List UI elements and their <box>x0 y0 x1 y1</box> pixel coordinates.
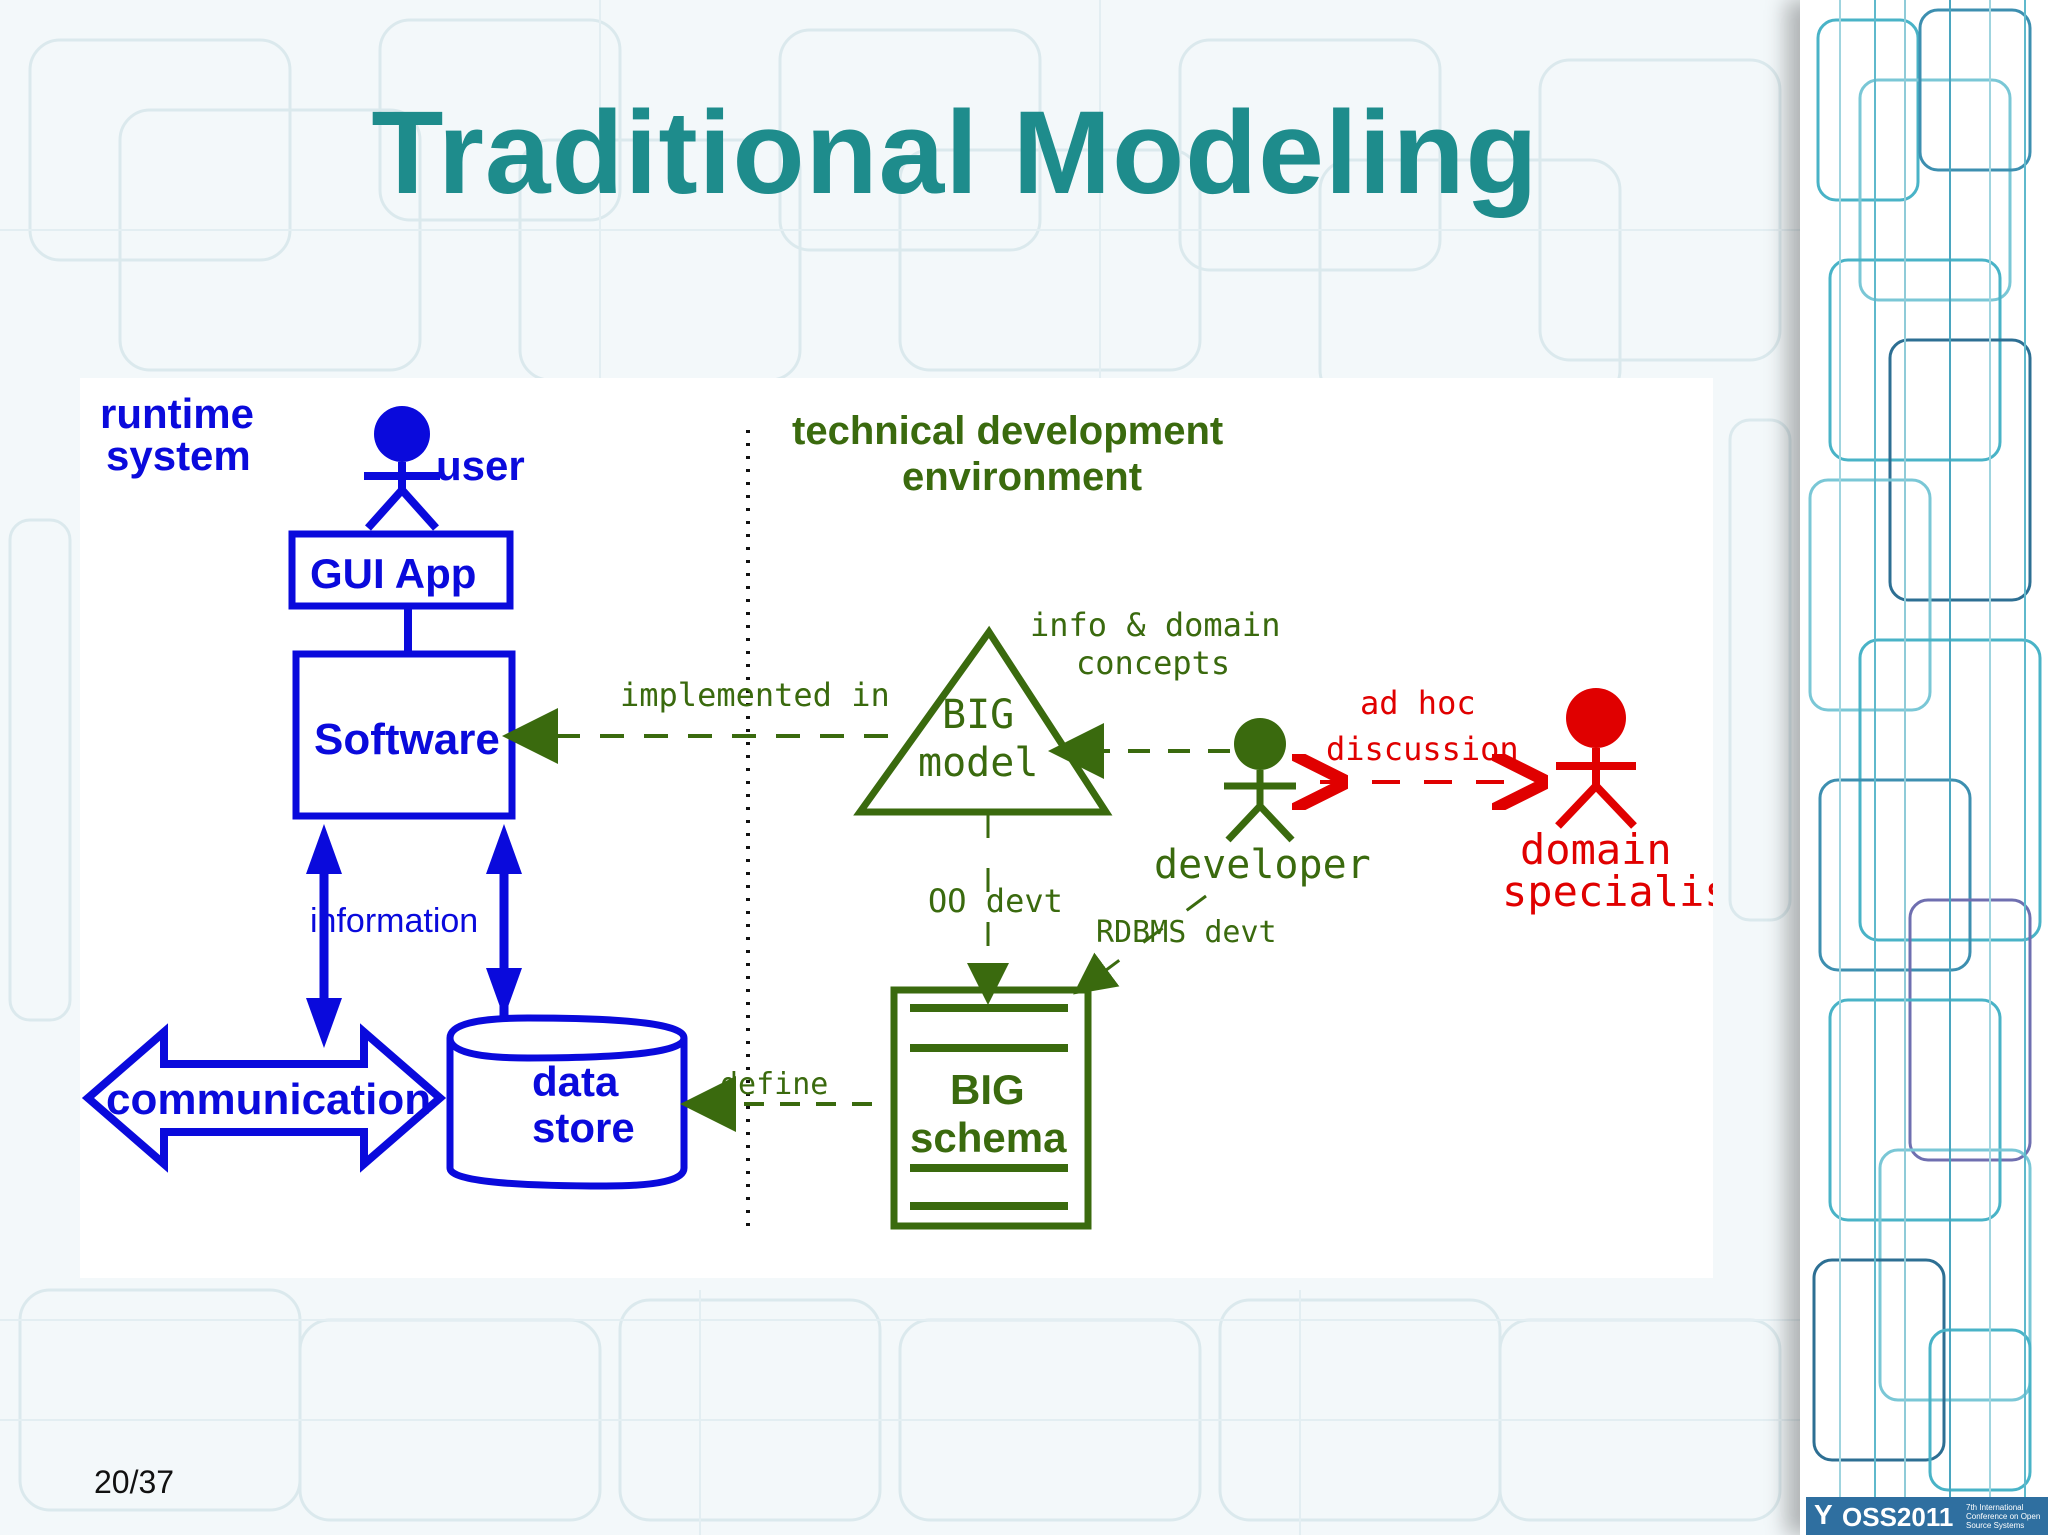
data-store-line2: store <box>532 1104 635 1151</box>
big-model-line2: model <box>918 740 1038 786</box>
rdbms-devt-label: RDBMS devt <box>1096 915 1277 950</box>
user-label: user <box>436 442 525 489</box>
big-model-line1: BIG <box>942 692 1014 738</box>
runtime-label-line1: runtime <box>100 390 254 437</box>
communication-label: communication <box>106 1075 431 1124</box>
tech-env-line2: environment <box>902 455 1142 499</box>
big-schema-line2: schema <box>910 1114 1067 1161</box>
information-double-arrows <box>306 824 522 1048</box>
page-number: 20/37 <box>94 1464 175 1500</box>
big-model-triangle <box>853 625 1113 816</box>
data-store-line1: data <box>532 1058 619 1105</box>
tech-env-line1: technical development <box>792 409 1223 453</box>
logo-subtext: 7th International Conference on Open Sou… <box>1966 1503 2041 1530</box>
slide-title: Traditional Modeling <box>371 87 1539 219</box>
runtime-label-line2: system <box>106 432 251 479</box>
info-domain-line2: concepts <box>1076 644 1230 682</box>
domain-specialist-line1: domain <box>1520 825 1672 874</box>
oss-logo: Y OSS2011 7th International Conference o… <box>1806 1497 2048 1535</box>
gui-app-box <box>288 530 514 610</box>
rdbms-devt-arrow <box>1073 894 1207 995</box>
implemented-in-label: implemented in <box>620 676 890 714</box>
communication-arrow <box>81 1023 447 1173</box>
gui-app-label: GUI App <box>310 550 476 597</box>
domain-specialist-line2: specialist <box>1502 867 1713 916</box>
oo-devt-label: OO devt <box>928 882 1063 920</box>
logo-mark-icon: Y <box>1814 1499 1833 1530</box>
info-domain-line1: info & domain <box>1030 606 1280 644</box>
information-label: information <box>310 902 478 940</box>
logo-text: OSS2011 <box>1842 1502 1954 1532</box>
big-schema-lines <box>910 1004 1068 1210</box>
software-label: Software <box>314 715 500 764</box>
traditional-modeling-diagram: runtime system user GUI App Software inf… <box>81 390 1713 1234</box>
define-label: define <box>720 1067 828 1102</box>
decorative-circuit-panel <box>1800 0 2048 1535</box>
ad-hoc-line2: discussion <box>1326 730 1519 768</box>
circuit-pattern <box>1808 0 2042 1535</box>
domain-specialist-figure-icon <box>1555 688 1637 829</box>
developer-figure-icon <box>1224 718 1296 843</box>
user-figure-icon <box>364 406 440 531</box>
developer-label: developer <box>1154 842 1371 888</box>
ad-hoc-line1: ad hoc <box>1360 684 1476 722</box>
big-schema-line1: BIG <box>950 1066 1025 1113</box>
big-schema-box <box>890 986 1092 1230</box>
